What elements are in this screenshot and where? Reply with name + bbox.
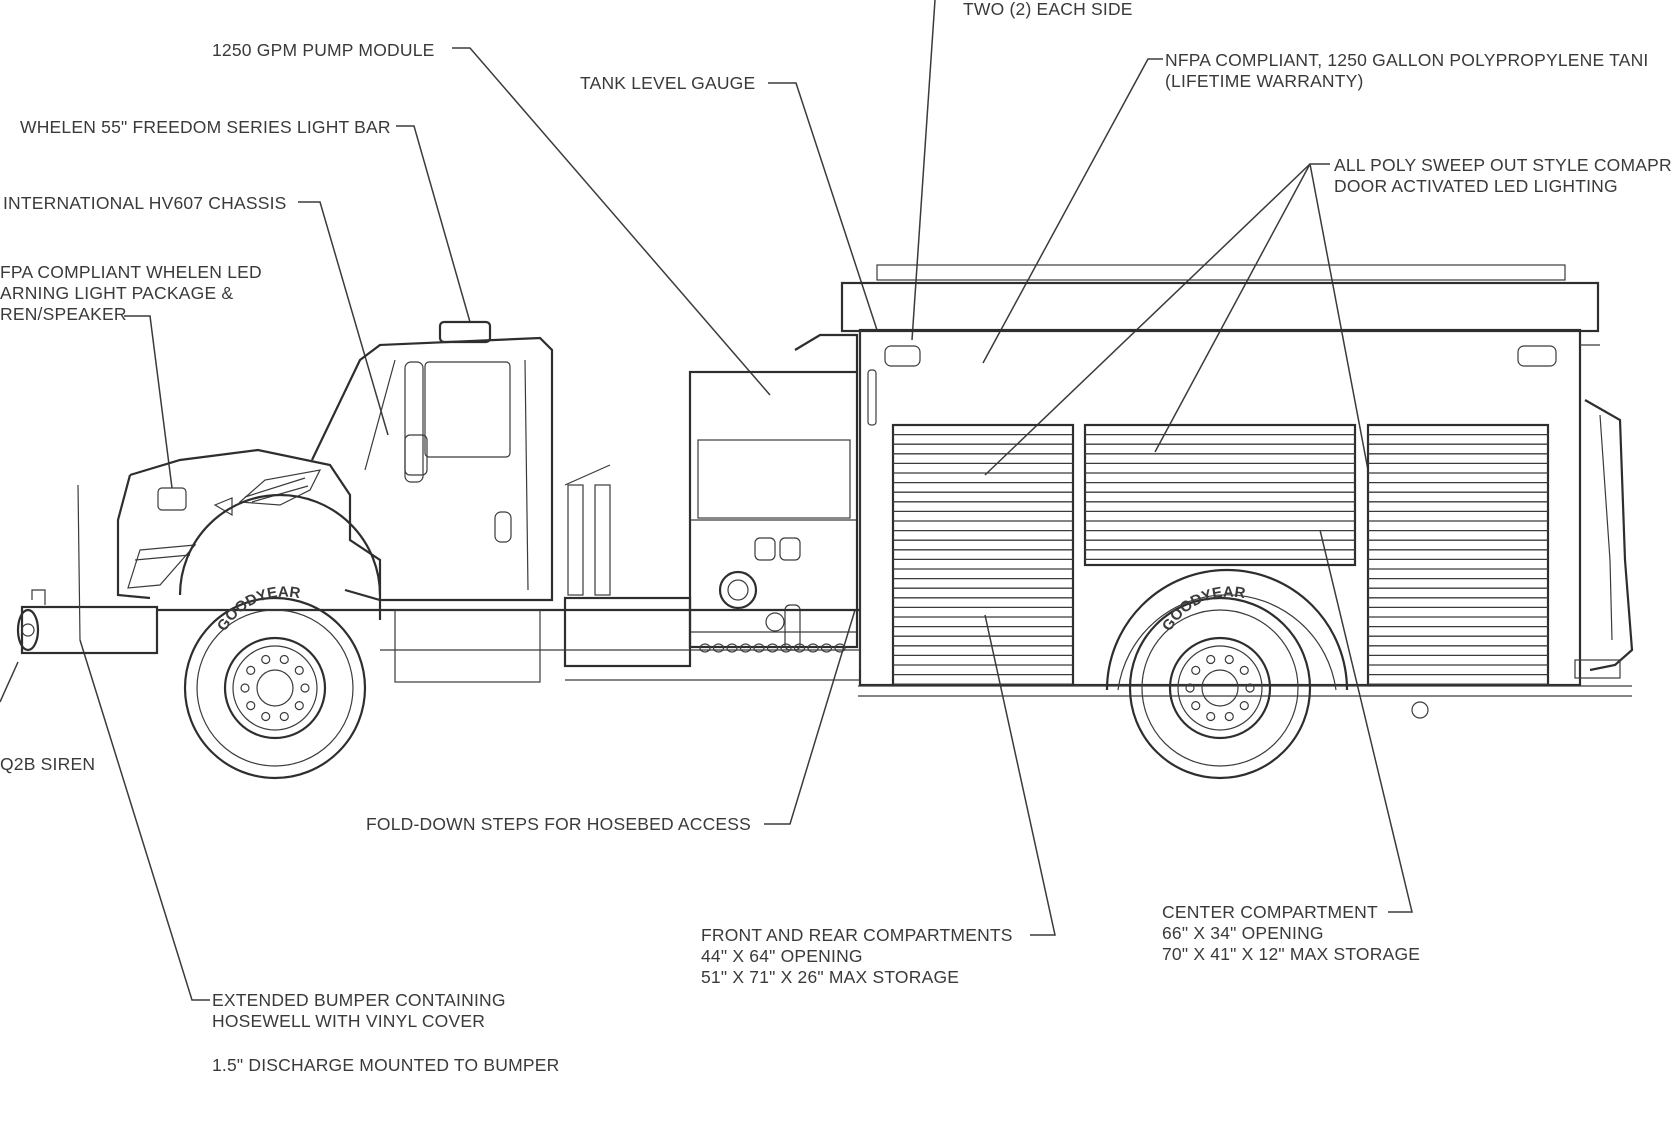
lug-nut: [1239, 701, 1249, 711]
gauge: [753, 643, 765, 653]
label-chassis: INTERNATIONAL HV607 CHASSIS: [3, 193, 287, 213]
leader-sweep-front: [984, 163, 1330, 476]
gauge: [699, 643, 711, 653]
tire-sidewall: [1141, 609, 1299, 767]
lug-nut: [294, 701, 304, 711]
cab: [311, 320, 554, 602]
label-light-bar: WHELEN 55" FREEDOM SERIES LIGHT BAR: [20, 117, 391, 137]
gauge: [712, 643, 725, 653]
label-tank: NFPA COMPLIANT, 1250 GALLON POLYPROPYLEN…: [1165, 50, 1649, 91]
lug-nut: [261, 711, 271, 722]
hood: [116, 448, 382, 620]
leader-warning: [124, 315, 173, 489]
lug-nut: [246, 665, 256, 675]
gauge: [739, 643, 752, 653]
lug-nut: [1185, 683, 1195, 693]
leader-lines: [0, 0, 1413, 1001]
rear-wheel: [1128, 596, 1312, 780]
gauge: [820, 643, 833, 653]
leader-bumper: [79, 639, 210, 1001]
label-siren: Q2B SIREN: [0, 754, 96, 774]
leader-sweep-rear: [1309, 163, 1369, 471]
lug-nut: [261, 654, 271, 665]
lug-nut: [1191, 665, 1201, 675]
label-two-each-side: TWO (2) EACH SIDE: [963, 0, 1133, 19]
lug-nut: [1239, 665, 1249, 675]
leader-pump-module: [452, 47, 771, 396]
label-sweep-out: ALL POLY SWEEP OUT STYLE COMAPR DOOR ACT…: [1334, 155, 1672, 196]
lug-nut: [294, 665, 304, 675]
leader-chassis: [298, 201, 389, 436]
leader-tank: [982, 58, 1163, 364]
frame: [16, 484, 860, 683]
front-door-slats: [893, 433, 1073, 685]
lug-nut: [1224, 711, 1234, 722]
tire: [1128, 596, 1312, 780]
pump-gauges: [699, 643, 846, 653]
lug-nut: [1224, 654, 1234, 665]
label-bumper: EXTENDED BUMPER CONTAINING HOSEWELL WITH…: [212, 990, 506, 1031]
label-fold-steps: FOLD-DOWN STEPS FOR HOSEBED ACCESS: [366, 814, 752, 834]
compartment-doors: [891, 423, 1550, 687]
lug-nut: [1206, 654, 1216, 665]
tire: [183, 596, 367, 780]
label-discharge: 1.5" DISCHARGE MOUNTED TO BUMPER: [212, 1055, 560, 1075]
label-warning-lights: FPA COMPLIANT WHELEN LED ARNING LIGHT PA…: [0, 262, 262, 324]
rear-tire-brand: GOODYEAR: [1159, 584, 1247, 635]
rim-inner: [1177, 645, 1263, 731]
leader-siren: [0, 661, 19, 703]
lug-nut: [1245, 683, 1255, 693]
leader-fold-steps: [764, 609, 856, 825]
leader-sweep-center: [1154, 163, 1311, 453]
leader-light-bar: [396, 125, 471, 323]
gauge: [726, 643, 738, 653]
label-tank-gauge: TANK LEVEL GAUGE: [580, 73, 756, 93]
lug-nut: [279, 711, 289, 722]
center-door-slats: [1085, 433, 1355, 561]
hub: [256, 669, 294, 707]
leader-center: [1319, 529, 1413, 913]
gauge: [766, 643, 779, 653]
rear-door-slats: [1368, 433, 1548, 685]
leader-front-rear: [984, 614, 1056, 936]
label-pump-module: 1250 GPM PUMP MODULE: [212, 40, 435, 60]
lug-nut: [240, 683, 250, 693]
leader-tank-gauge: [768, 82, 878, 331]
hub: [1201, 669, 1239, 707]
rear-body: [840, 264, 1634, 719]
gauge: [807, 643, 819, 653]
lug-nut: [1206, 711, 1216, 722]
rim-inner: [232, 645, 318, 731]
gauge: [780, 643, 792, 653]
pump-module: [563, 330, 877, 681]
lug-nut: [246, 701, 256, 711]
rim: [223, 636, 327, 740]
gauge: [793, 643, 806, 653]
label-front-rear-compartments: FRONT AND REAR COMPARTMENTS 44" X 64" OP…: [701, 925, 1013, 987]
lug-nut: [300, 683, 310, 693]
rim: [1168, 636, 1272, 740]
lug-nut: [1191, 701, 1201, 711]
lug-nut: [279, 654, 289, 665]
front-wheel: [183, 596, 367, 780]
leader-two-each-side: [911, 0, 936, 341]
gauge: [834, 643, 846, 653]
label-center-compartment: CENTER COMPARTMENT 66" X 34" OPENING 70"…: [1162, 902, 1421, 964]
tire-sidewall: [196, 609, 354, 767]
